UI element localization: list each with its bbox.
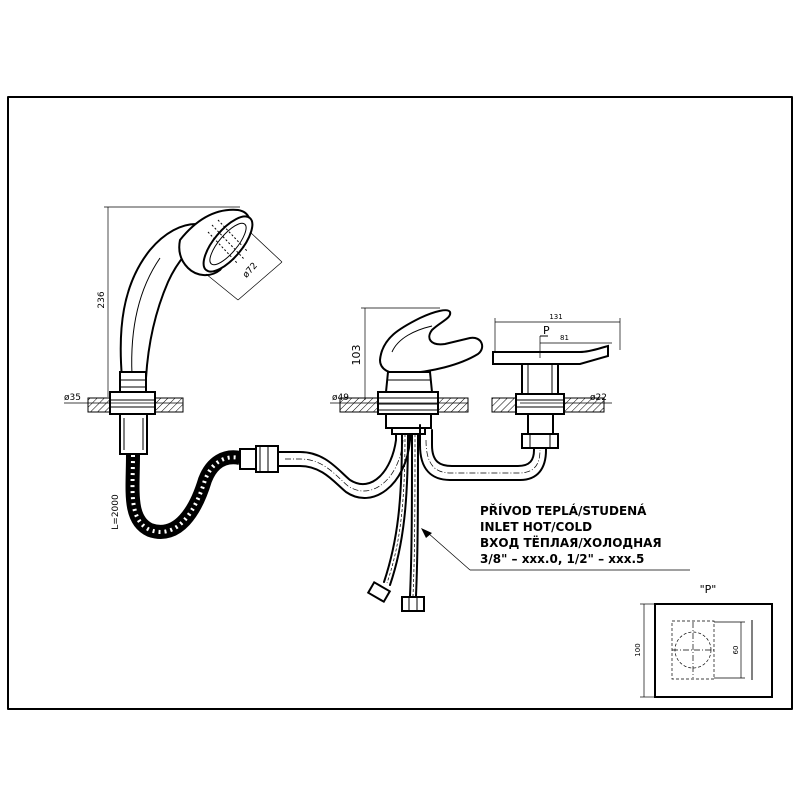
dim-49-label: ø49 (332, 393, 349, 403)
dim-81-label: 81 (560, 334, 569, 342)
dim-2000-label: L=2000 (111, 494, 121, 530)
dim-103-label: 103 (350, 345, 363, 366)
dim-236-label: 236 (97, 291, 107, 308)
connecting-pipe (277, 424, 411, 499)
detail-p: "P" 100 60 (634, 583, 773, 698)
dim-72-label: ø72 (241, 261, 260, 280)
note-line-2: INLET HOT/COLD (480, 520, 592, 534)
inlet-note: PŘÍVOD TEPLÁ/STUDENÁ INLET HOT/COLD ВХОД… (421, 503, 690, 571)
detail-title: "P" (700, 583, 717, 596)
dim-mixer-height: 103 (350, 307, 440, 400)
dim-100-label: 100 (634, 643, 642, 656)
hand-shower (87, 208, 254, 455)
mixer (339, 309, 484, 435)
note-line-3: ВХОД ТЁПЛАЯ/ХОЛОДНАЯ (480, 535, 662, 550)
dim-22-label: ø22 (590, 393, 607, 403)
dim-35-label: ø35 (64, 393, 81, 403)
dim-handshower-height: 236 (97, 206, 240, 397)
section-marker-label: P (543, 324, 550, 337)
note-line-4: 3/8" – xxx.0, 1/2" – xxx.5 (480, 552, 644, 566)
note-line-1: PŘÍVOD TEPLÁ/STUDENÁ (480, 503, 647, 518)
dim-60-label: 60 (732, 646, 740, 655)
dim-valve-base: ø22 (520, 393, 612, 404)
dim-handshower-base: ø35 (64, 393, 183, 404)
inlet-hoses (366, 433, 425, 612)
dim-mixer-base: ø49 (330, 393, 468, 404)
shower-hose (125, 445, 279, 539)
drawing-frame (7, 96, 793, 710)
valve-pipe (419, 424, 547, 481)
dim-hose-length: L=2000 (111, 494, 121, 530)
diverter-valve (491, 344, 609, 449)
dim-131-label: 131 (549, 313, 562, 321)
shower-head-face (202, 215, 254, 273)
dim-valve-width: 131 81 P (494, 313, 621, 358)
